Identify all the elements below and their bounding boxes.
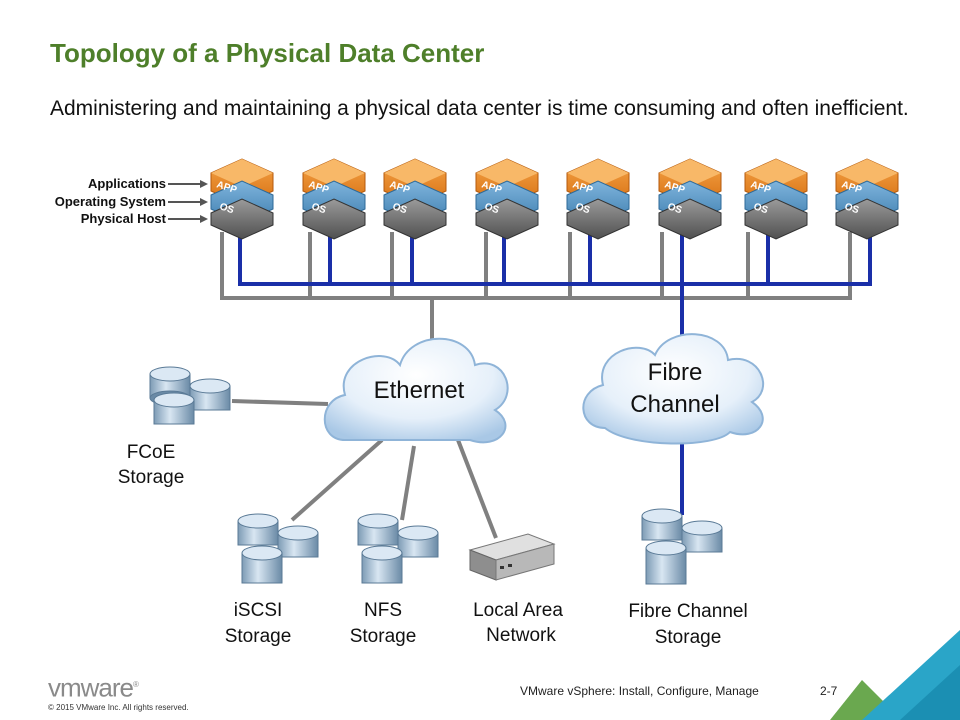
page-title: Topology of a Physical Data Center bbox=[50, 38, 485, 68]
fc-storage-label-line1: Fibre Channel bbox=[628, 601, 747, 622]
fibre-channel-bus bbox=[238, 232, 872, 515]
os-tile-label: OS bbox=[752, 201, 769, 216]
page-subtitle: Administering and maintaining a physical… bbox=[50, 97, 909, 120]
label-applications: Applications bbox=[88, 176, 166, 191]
nfs-storage-label-line1: NFS bbox=[364, 600, 402, 621]
os-tile-label: OS bbox=[218, 201, 235, 216]
ethernet-bus bbox=[220, 232, 852, 345]
host-stack: APP OS bbox=[302, 158, 366, 240]
os-tile-label: OS bbox=[574, 201, 591, 216]
iscsi-storage-label-line1: iSCSI bbox=[234, 600, 283, 621]
footer-branding: vmware® © 2015 VMware Inc. All rights re… bbox=[48, 672, 189, 712]
os-tile-label: OS bbox=[483, 201, 500, 216]
physical-hosts: APP OS APP OS APP OS APP OS bbox=[210, 158, 899, 240]
fc-storage-icon bbox=[641, 508, 723, 585]
host-stack: APP OS bbox=[744, 158, 808, 240]
fcoe-storage-icon bbox=[149, 366, 231, 425]
os-tile-label: OS bbox=[843, 201, 860, 216]
host-stack: APP OS bbox=[835, 158, 899, 240]
fibre-channel-label-line1: Fibre bbox=[648, 359, 703, 386]
iscsi-storage-icon bbox=[237, 513, 319, 584]
lan-label-line2: Network bbox=[486, 625, 556, 646]
label-physical-host: Physical Host bbox=[81, 211, 167, 226]
host-stack: APP OS bbox=[475, 158, 539, 240]
os-tile-label: OS bbox=[310, 201, 327, 216]
lan-label-line1: Local Area bbox=[473, 600, 563, 621]
fcoe-storage-label-line2: Storage bbox=[118, 467, 185, 488]
host-stack: APP OS bbox=[210, 158, 274, 240]
label-operating-system: Operating System bbox=[55, 194, 166, 209]
host-layer-legend: Applications Operating System Physical H… bbox=[55, 176, 208, 226]
os-tile-label: OS bbox=[391, 201, 408, 216]
nfs-storage-icon bbox=[357, 513, 439, 584]
host-stack: APP OS bbox=[566, 158, 630, 240]
course-title: VMware vSphere: Install, Configure, Mana… bbox=[520, 684, 759, 698]
vmware-logo: vmware® bbox=[48, 672, 139, 703]
page-number: 2-7 bbox=[820, 684, 838, 698]
iscsi-storage-label-line2: Storage bbox=[225, 626, 292, 647]
fibre-channel-label-line2: Channel bbox=[630, 391, 719, 418]
ethernet-links bbox=[231, 399, 498, 539]
vmware-logo-text: vmware bbox=[48, 672, 134, 703]
host-stack: APP OS bbox=[658, 158, 722, 240]
fcoe-storage-label-line1: FCoE bbox=[127, 442, 176, 463]
copyright: © 2015 VMware Inc. All rights reserved. bbox=[48, 702, 189, 712]
ethernet-cloud: Ethernet bbox=[323, 337, 509, 444]
host-stack: APP OS bbox=[383, 158, 447, 240]
fc-storage-label-line2: Storage bbox=[655, 627, 722, 648]
lan-switch-icon bbox=[468, 533, 556, 581]
fibre-channel-cloud: Fibre Channel bbox=[582, 333, 765, 445]
os-tile-label: OS bbox=[666, 201, 683, 216]
ethernet-label: Ethernet bbox=[374, 377, 465, 404]
nfs-storage-label-line2: Storage bbox=[350, 626, 417, 647]
